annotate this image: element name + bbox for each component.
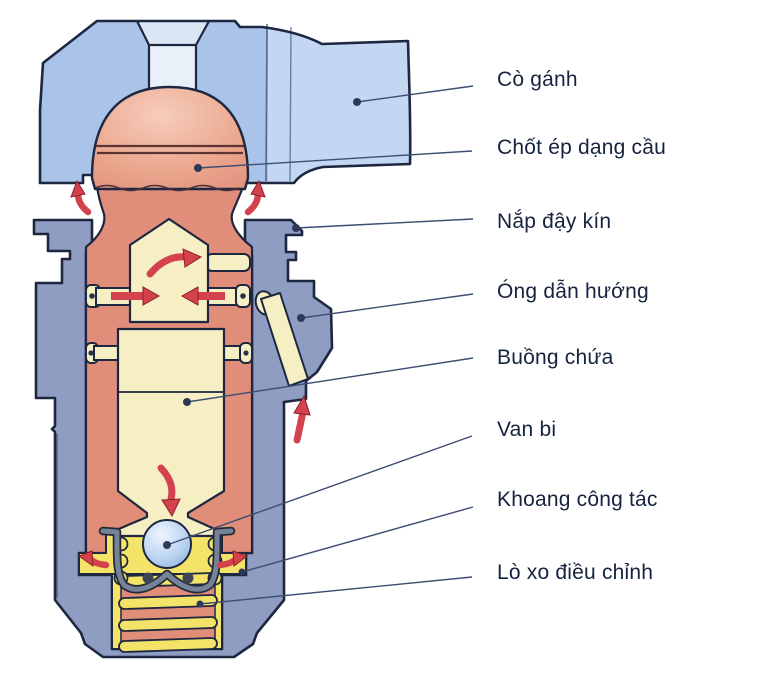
ball-pin-dome — [90, 85, 250, 192]
flow-arrow-left-port — [111, 286, 161, 306]
oil-supply-tube — [254, 290, 309, 387]
label-adjusting-spring: Lò xo điều chỉnh — [497, 561, 654, 584]
flow-arrow-funnel-down — [157, 464, 181, 518]
label-sealing-cap: Nắp đậy kín — [497, 210, 612, 233]
flow-arrow-neck-right — [244, 179, 266, 216]
ball-retainer-cage — [98, 526, 236, 594]
upper-oil-port — [205, 253, 251, 272]
label-reservoir-chamber: Buồng chứa — [497, 346, 614, 369]
leader-lines — [163, 85, 474, 608]
pushrod-channel — [149, 45, 196, 90]
flow-arrow-wing-left — [77, 550, 110, 569]
label-ball-pin: Chốt ép dạng cầu — [497, 136, 666, 159]
oil-flow-arrows — [70, 179, 311, 569]
flow-arrow-wing-right — [216, 550, 249, 569]
flow-arrow-supply-up — [293, 394, 311, 444]
flow-arrow-top-curved — [146, 248, 203, 278]
label-check-ball: Van bi — [497, 418, 557, 441]
pushrod-funnel — [137, 21, 209, 45]
label-working-chamber: Khoang công tác — [497, 488, 658, 511]
flow-arrow-neck-left — [70, 179, 92, 216]
inner-valve-pieces — [85, 217, 253, 538]
oil-level-wavy-line — [94, 184, 240, 192]
flow-arrow-right-port — [180, 286, 225, 306]
label-guide-tube: Óng dẫn hướng — [497, 280, 649, 303]
label-rocker-arm: Cò gánh — [497, 68, 578, 91]
